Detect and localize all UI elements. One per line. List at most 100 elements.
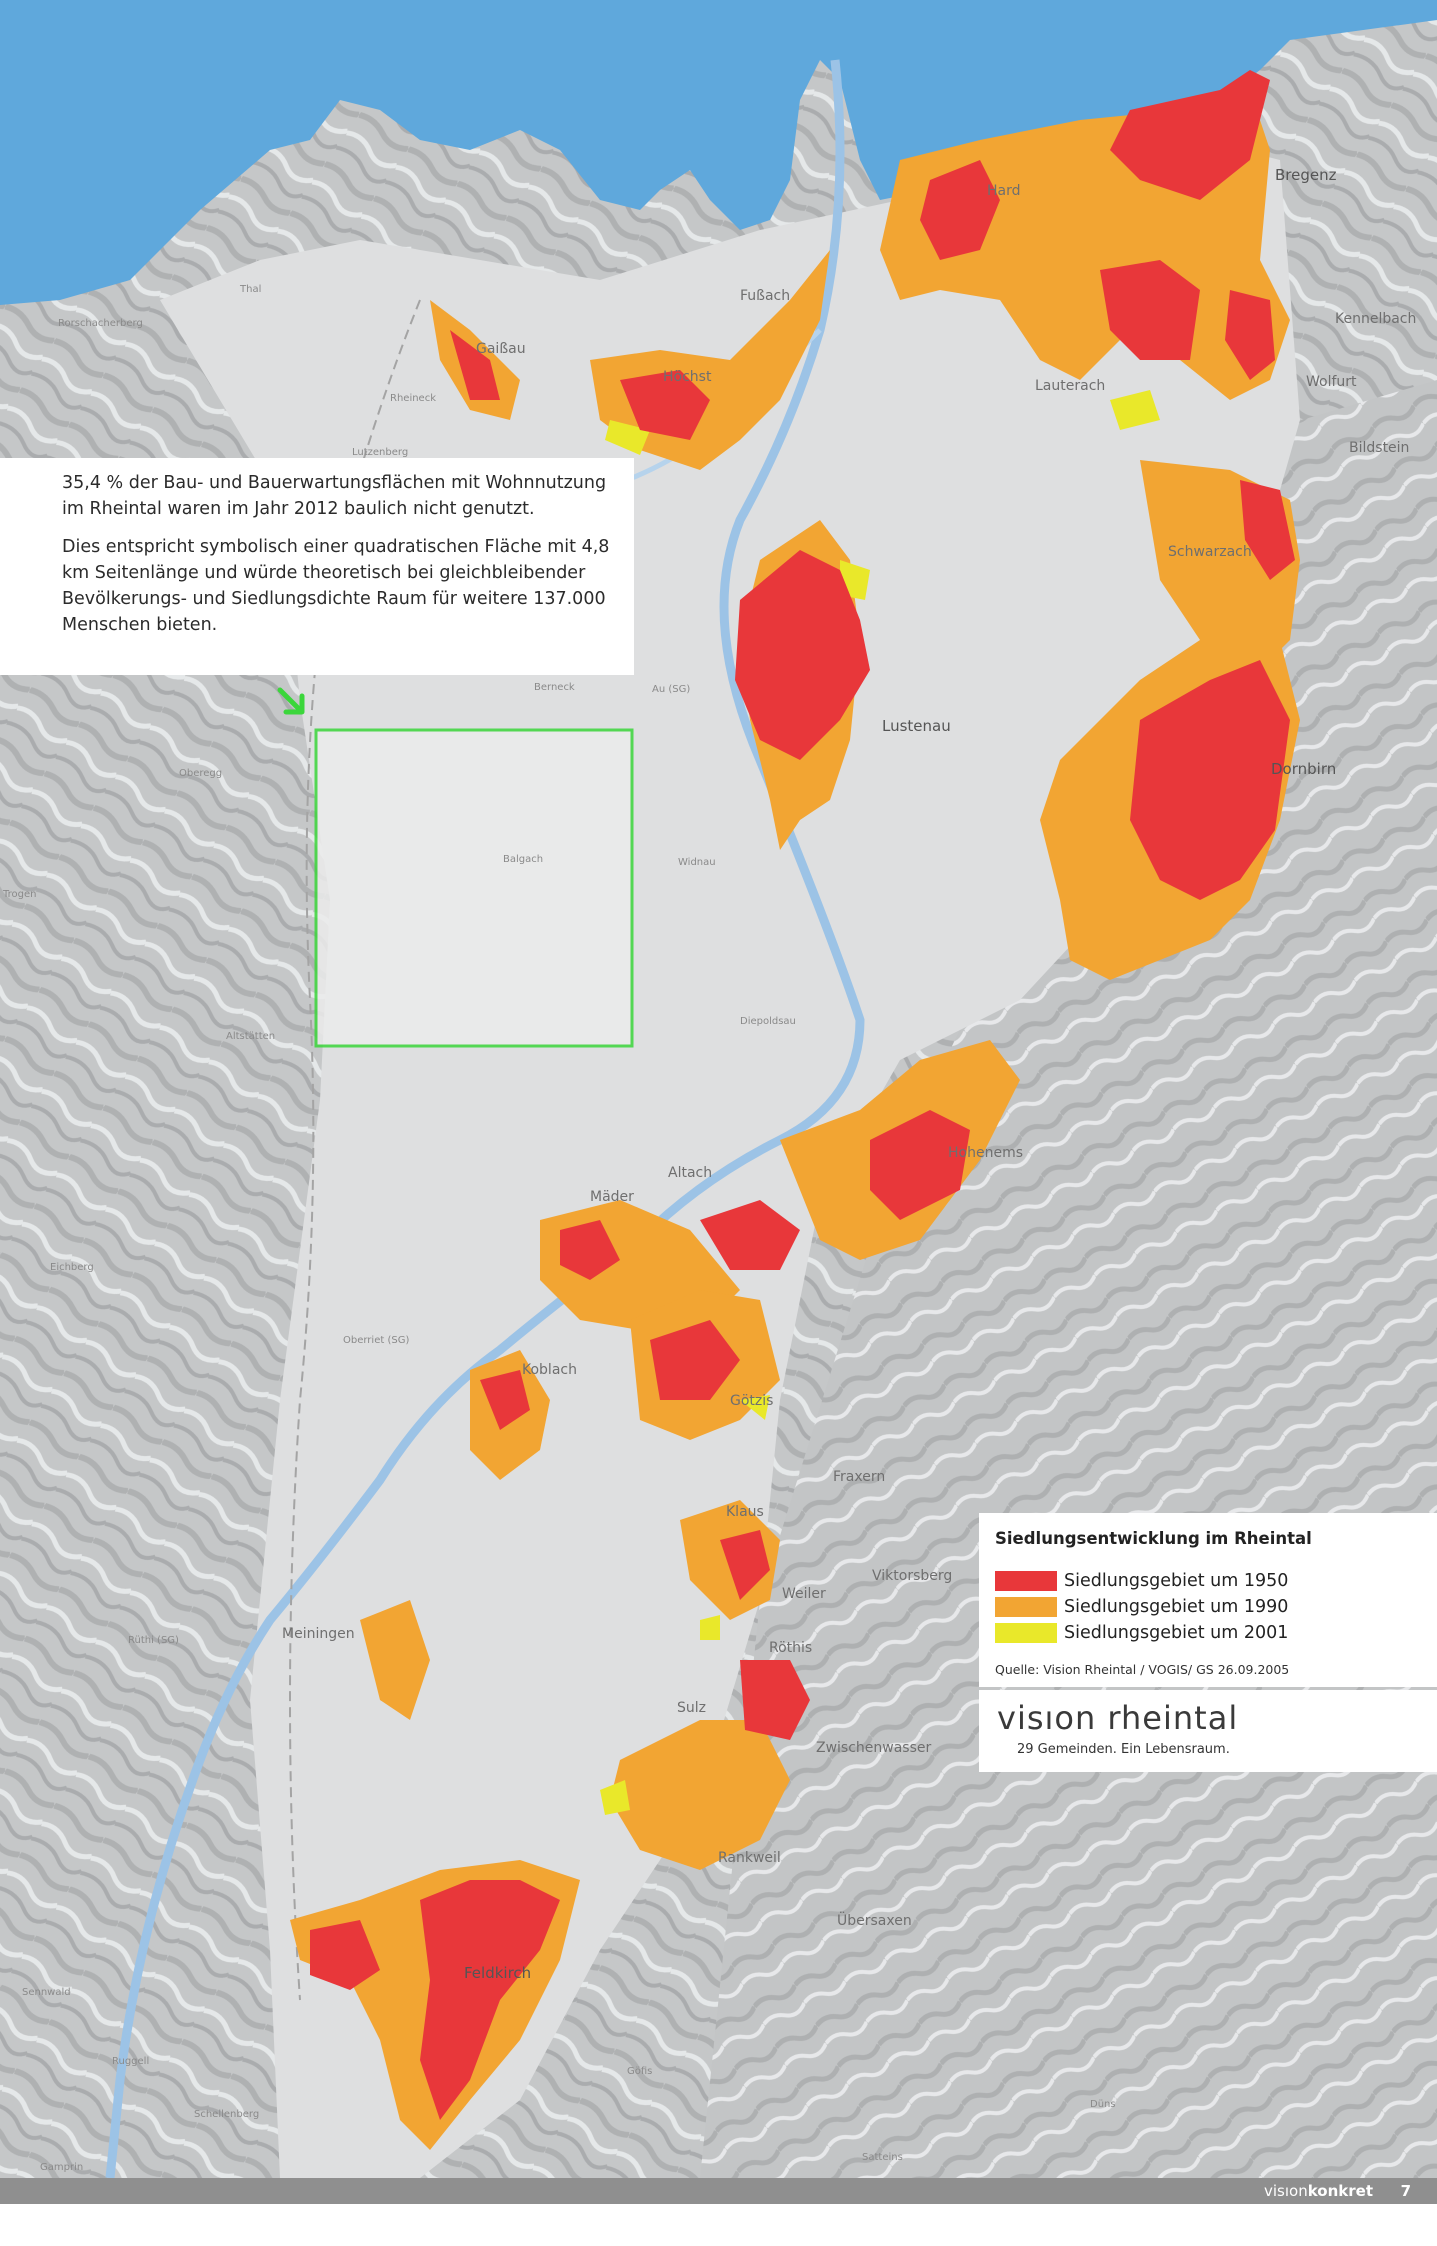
legend-item-1950: Siedlungsgebiet um 1950 <box>995 1568 1423 1594</box>
settlement-1950-roethis <box>740 1660 810 1740</box>
place-label: Ruggell <box>112 2056 149 2067</box>
legend-source: Quelle: Vision Rheintal / VOGIS/ GS 26.0… <box>995 1662 1290 1677</box>
place-label: Schellenberg <box>194 2109 259 2120</box>
settlement-1950-hard <box>920 160 1000 260</box>
settlement-2001-weiler <box>700 1615 720 1640</box>
place-label: Altach <box>668 1165 712 1181</box>
legend-item-2001: Siedlungsgebiet um 2001 <box>995 1620 1423 1646</box>
place-label: Weiler <box>782 1586 826 1602</box>
place-label: Gaißau <box>476 341 526 357</box>
legend-swatch-1950 <box>995 1571 1057 1591</box>
footer-brand-bold: konkret <box>1307 2182 1373 2200</box>
settlement-2001-hoechst <box>605 420 650 455</box>
place-label: Fraxern <box>833 1469 885 1485</box>
settlement-1990-rankweil <box>610 1720 790 1870</box>
place-label: Röthis <box>769 1640 812 1656</box>
footer-brand: visıonkonkret <box>1264 2182 1373 2200</box>
settlement-2001-goetzis <box>740 1395 770 1420</box>
place-label: Lustenau <box>882 717 951 735</box>
place-label: Hohenems <box>948 1145 1023 1161</box>
settlement-1950-wolfurt <box>1225 290 1275 380</box>
railway <box>289 299 421 2001</box>
place-label: Rüthi (SG) <box>128 1635 179 1646</box>
place-label: Oberriet (SG) <box>343 1335 409 1346</box>
settlement-2001-layer <box>600 390 1160 1815</box>
place-label: Feldkirch <box>464 1964 531 1982</box>
place-label: Lauterach <box>1035 378 1105 394</box>
info-paragraph-symbolic-area: Dies entspricht symbolisch einer quadrat… <box>62 537 610 635</box>
brand-tagline: 29 Gemeinden. Ein Lebensraum. <box>1017 1742 1230 1757</box>
legend-title: Siedlungsentwicklung im Rheintal <box>995 1529 1312 1548</box>
settlement-2001-lauterach <box>1110 390 1160 430</box>
place-label: Diepoldsau <box>740 1016 796 1027</box>
settlement-1990-meiningen <box>360 1600 430 1720</box>
info-text-box: 35,4 % der Bau- und Bauerwartungsflächen… <box>0 458 634 675</box>
place-label: Rorschacherberg <box>58 318 143 329</box>
place-label: Eichberg <box>50 1262 94 1273</box>
info-paragraph-unused-land: 35,4 % der Bau- und Bauerwartungsflächen… <box>62 473 607 519</box>
place-label: Klaus <box>726 1504 764 1520</box>
settlement-1950-dornbirn <box>1130 660 1290 900</box>
legend-label: Siedlungsgebiet um 1950 <box>1064 1571 1289 1591</box>
place-label: Bildstein <box>1349 440 1409 456</box>
footer-margin <box>0 2204 1437 2246</box>
lake-constance <box>0 0 1437 305</box>
place-label: Viktorsberg <box>872 1568 952 1584</box>
unused-land-square <box>314 728 634 1048</box>
legend-item-1990: Siedlungsgebiet um 1990 <box>995 1594 1423 1620</box>
place-label: Mäder <box>590 1189 634 1205</box>
settlement-1950-altach <box>700 1200 800 1270</box>
legend-swatch-1990 <box>995 1597 1057 1617</box>
page-number: 7 <box>1400 2182 1411 2200</box>
place-label: Lutzenberg <box>352 447 408 458</box>
place-label: Götzis <box>730 1393 773 1409</box>
place-label: Altstätten <box>226 1031 275 1042</box>
place-label: Göfis <box>627 2066 652 2077</box>
settlement-1950-goetzis <box>650 1320 740 1400</box>
footer-brand-light: visıon <box>1264 2182 1308 2200</box>
place-label: Rankweil <box>718 1850 781 1866</box>
place-label: Übersaxen <box>837 1911 912 1929</box>
place-label: Düns <box>1090 2099 1116 2110</box>
place-label: Meiningen <box>282 1626 355 1642</box>
settlement-1950-klaus <box>720 1530 770 1600</box>
vision-rheintal-logo: visıon rheintal <box>997 1699 1239 1737</box>
settlement-1950-gaissau <box>450 330 500 400</box>
settlement-1950-hoechst <box>620 370 710 440</box>
legend-swatch-2001 <box>995 1623 1057 1643</box>
legend-label: Siedlungsgebiet um 2001 <box>1064 1623 1289 1643</box>
place-label: Bregenz <box>1275 166 1337 184</box>
legend-label: Siedlungsgebiet um 1990 <box>1064 1597 1289 1617</box>
place-label: Au (SG) <box>652 684 690 695</box>
footer-bar: visıonkonkret 7 <box>0 2178 1437 2204</box>
place-labels: Hard Bregenz Fußach Kennelbach Gaißau Hö… <box>2 166 1416 2173</box>
brand-box: visıon rheintal 29 Gemeinden. Ein Lebens… <box>979 1690 1437 1772</box>
place-label: Höchst <box>663 369 712 385</box>
place-label: Balgach <box>503 854 543 865</box>
place-label: Rheineck <box>390 393 436 404</box>
settlement-1950-schwarzach <box>1240 480 1295 580</box>
place-label: Gamprin <box>40 2162 83 2173</box>
place-label: Satteins <box>862 2152 903 2163</box>
settlement-1950-hohenems <box>870 1110 970 1220</box>
place-label: Hard <box>987 183 1021 199</box>
arrow-icon <box>277 687 305 715</box>
settlement-1950-lauterach <box>1100 260 1200 360</box>
place-label: Thal <box>239 284 261 295</box>
settlement-1950-layer <box>310 70 1295 2120</box>
settlement-1950-gisingen <box>310 1920 380 1990</box>
settlement-1950-maeder <box>560 1220 620 1280</box>
place-label: Oberegg <box>179 768 222 779</box>
settlement-1950-bregenz <box>1110 70 1270 200</box>
place-label: Fußach <box>740 288 790 304</box>
place-label: Sulz <box>677 1700 706 1716</box>
place-label: Kennelbach <box>1335 311 1416 327</box>
place-label: Widnau <box>678 857 716 868</box>
place-label: Sennwald <box>22 1987 71 1998</box>
place-label: Berneck <box>534 682 575 693</box>
settlement-1950-lustenau <box>735 550 870 760</box>
place-label: Koblach <box>522 1362 577 1378</box>
place-label: Trogen <box>2 889 37 900</box>
place-label: Dornbirn <box>1271 760 1336 778</box>
